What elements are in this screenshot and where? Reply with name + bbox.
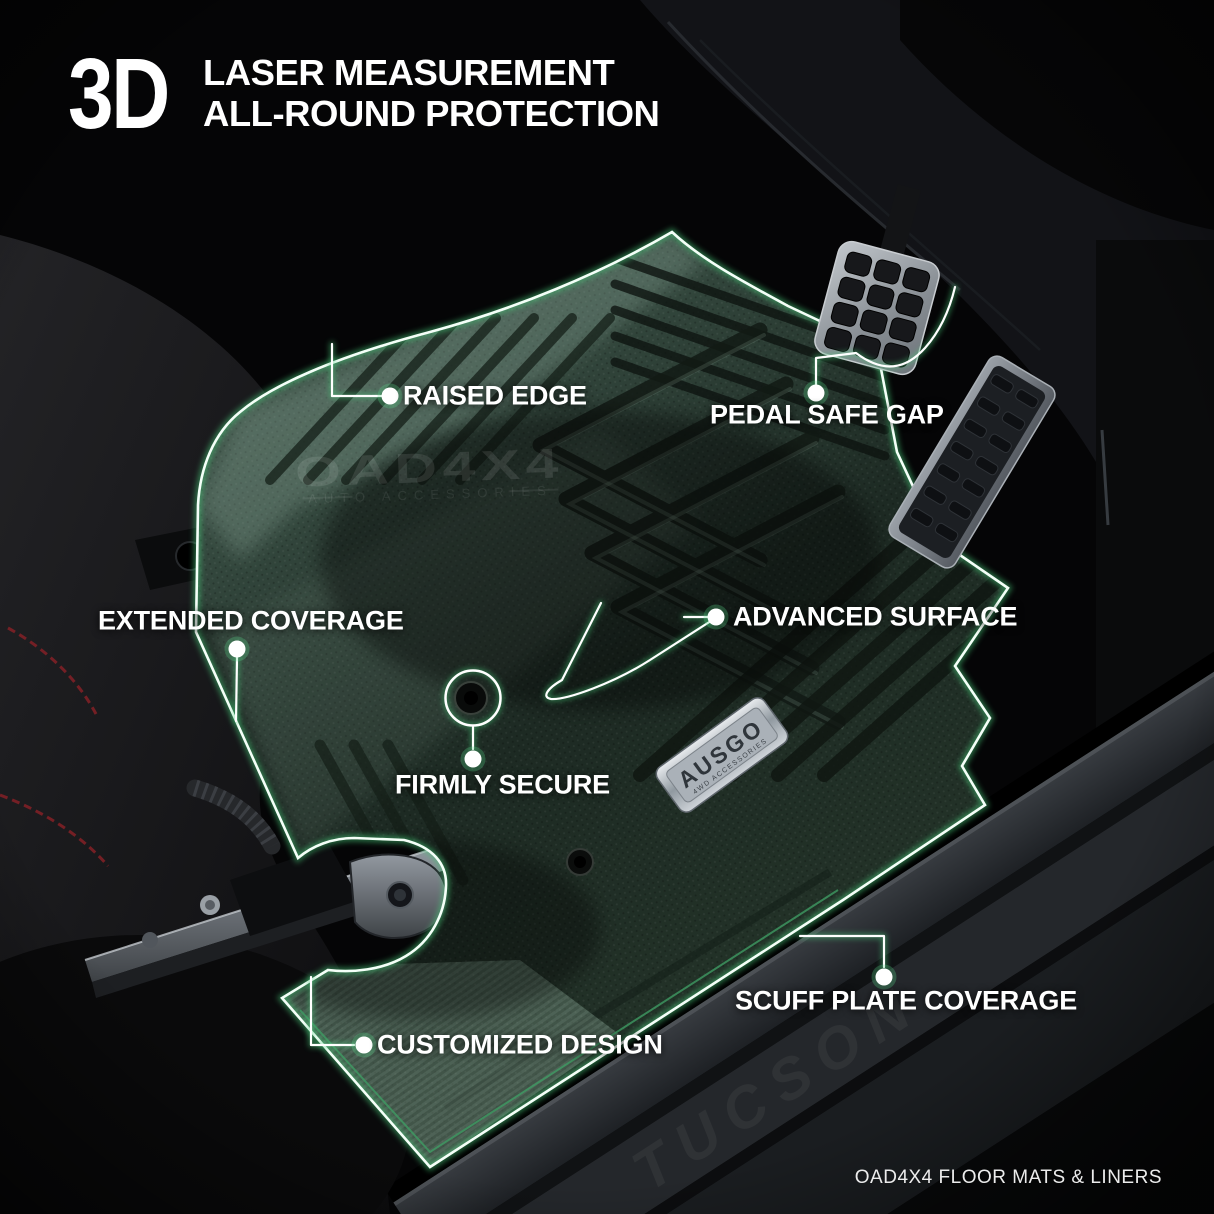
callout-label-pedal-safe-gap: PEDAL SAFE GAP: [710, 399, 944, 430]
footer-brand-text: OAD4X4 FLOOR MATS & LINERS: [854, 1167, 1162, 1188]
callout-graphics: [224, 284, 958, 1058]
header-3d-badge: 3D: [68, 38, 170, 150]
header-title: LASER MEASUREMENT ALL-ROUND PROTECTION: [203, 52, 660, 134]
callout-dot-firmly-secure: [464, 750, 482, 768]
callout-label-raised-edge: RAISED EDGE: [403, 380, 587, 411]
callout-label-scuff-plate-coverage: SCUFF PLATE COVERAGE: [735, 985, 1078, 1016]
callout-label-extended-coverage: EXTENDED COVERAGE: [98, 605, 404, 636]
callout-dot-extended-coverage: [228, 640, 246, 658]
callout-dot-customized-design: [355, 1036, 373, 1054]
header-title-line1: LASER MEASUREMENT: [203, 52, 615, 93]
callout-label-advanced-surface: ADVANCED SURFACE: [733, 601, 1018, 632]
callout-dot-advanced-surface: [707, 608, 725, 626]
callout-dot-raised-edge: [381, 387, 399, 405]
callout-label-customized-design: CUSTOMIZED DESIGN: [377, 1029, 663, 1060]
callout-label-firmly-secure: FIRMLY SECURE: [395, 769, 610, 800]
callout-dot-pedal-safe-gap: [807, 384, 825, 402]
callout-dot-scuff-plate: [875, 968, 893, 986]
header-title-line2: ALL-ROUND PROTECTION: [203, 93, 660, 134]
